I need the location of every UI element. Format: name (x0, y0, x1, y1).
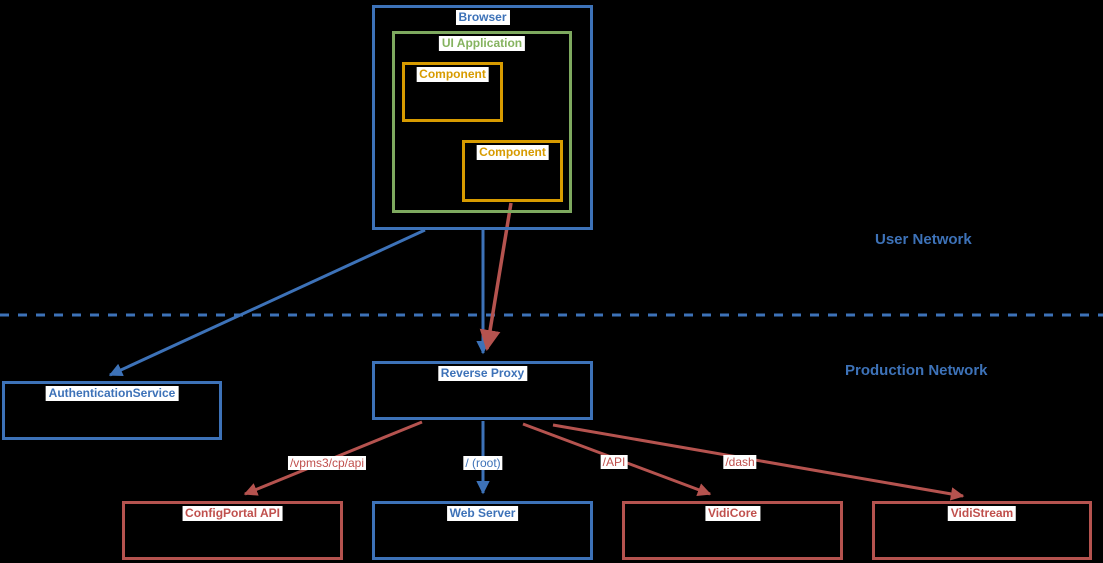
node-reverse-proxy-label: Reverse Proxy (437, 366, 528, 381)
node-configportal-api-label: ConfigPortal API (182, 506, 283, 521)
node-web-server: Web Server (372, 501, 593, 560)
node-web-server-label: Web Server (446, 506, 519, 521)
node-authentication-service-label: AuthenticationService (45, 386, 179, 401)
node-ui-application: UI Application (392, 31, 572, 213)
user-network-zone-label: User Network (875, 231, 972, 248)
node-browser: Browser (372, 5, 593, 230)
edge-label-api: /API (600, 455, 628, 469)
node-authentication-service: AuthenticationService (2, 381, 222, 440)
edge-label-dash: /dash (723, 455, 757, 469)
node-ui-application-label: UI Application (438, 36, 526, 51)
node-reverse-proxy: Reverse Proxy (372, 361, 593, 420)
node-browser-label: Browser (455, 10, 510, 25)
node-configportal-api: ConfigPortal API (122, 501, 343, 560)
node-vidistream-label: VidiStream (947, 506, 1017, 521)
node-vidistream: VidiStream (872, 501, 1092, 560)
edge-label-vpms3-cp-api: /vpms3/cp/api (287, 456, 367, 470)
edge-browser-to-authentication-service (108, 228, 426, 377)
node-component-2: Component (462, 140, 563, 202)
node-component-1-label: Component (416, 67, 489, 82)
node-component-2-label: Component (476, 145, 549, 160)
node-component-1: Component (402, 62, 503, 122)
node-vidicore: VidiCore (622, 501, 843, 560)
node-vidicore-label: VidiCore (704, 506, 761, 521)
production-network-zone-label: Production Network (845, 362, 988, 379)
edge-label-root: / (root) (463, 456, 503, 470)
